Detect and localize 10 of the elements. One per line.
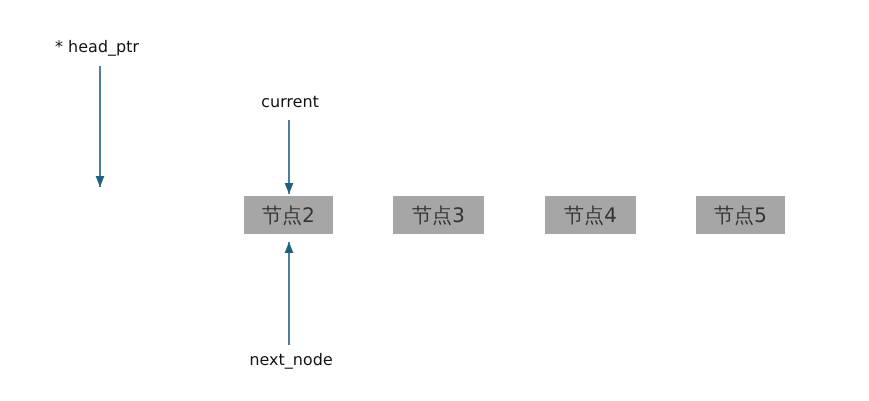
arrow [96, 66, 104, 187]
arrow [284, 242, 294, 345]
node-box: 节点4 [545, 196, 636, 234]
pointer-label: current [254, 90, 326, 112]
pointer-label: next_node [242, 347, 340, 371]
node-box: 节点3 [393, 196, 484, 234]
pointer-label: * head_ptr [48, 34, 146, 58]
node-box: 节点2 [244, 196, 333, 234]
arrow [284, 120, 294, 194]
node-box: 节点5 [696, 196, 785, 234]
